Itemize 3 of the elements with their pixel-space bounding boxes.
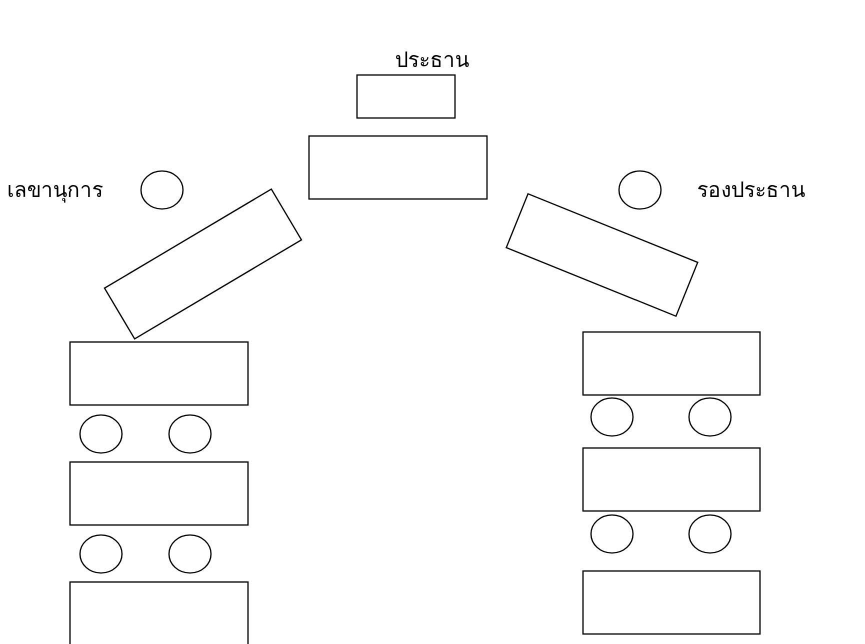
seat-label: รองประธาน: [697, 177, 805, 204]
seat-label: เลขานุการ: [7, 177, 103, 204]
seat-label: ประธาน: [395, 47, 469, 74]
